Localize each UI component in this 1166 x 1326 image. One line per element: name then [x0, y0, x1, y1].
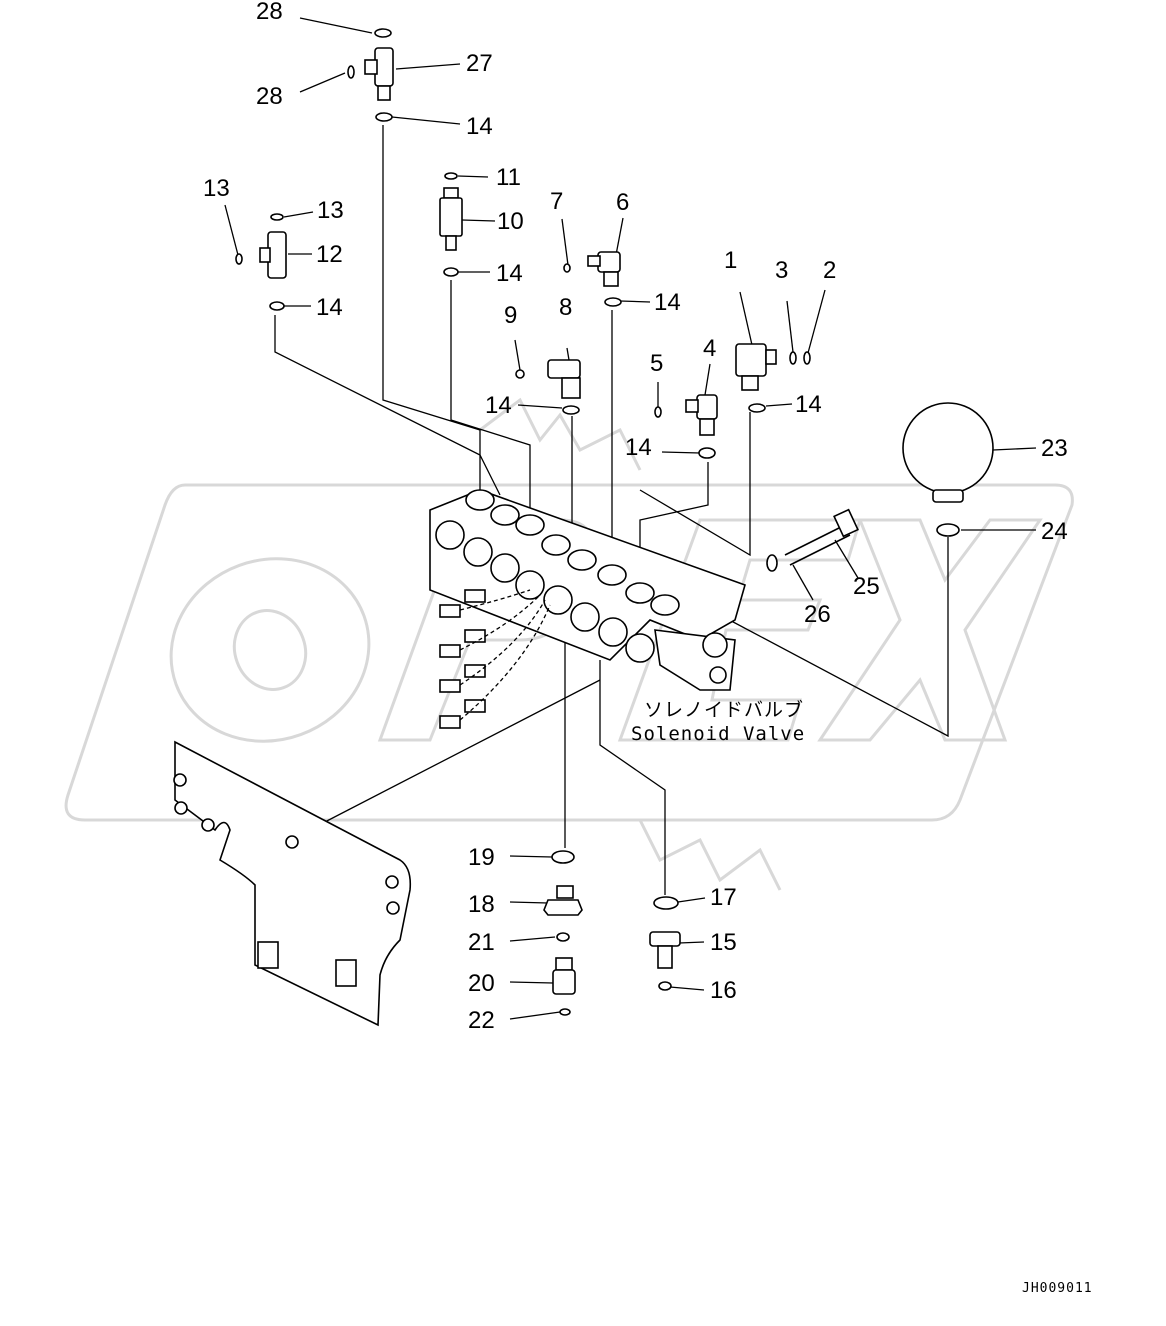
part-labels: 28 27 28 14 11 13 13 10 7 6 12 14 1 3 2 … — [203, 0, 1068, 1034]
part-label-8: 8 — [559, 294, 572, 321]
part-label-11: 11 — [496, 164, 521, 191]
part-label-1: 1 — [724, 247, 737, 274]
drawing-code: JH009011 — [1022, 1281, 1093, 1296]
part-label-26: 26 — [804, 601, 831, 628]
caption-english: Solenoid Valve — [631, 723, 805, 745]
part-label-14: 14 — [654, 289, 681, 316]
part-label-22: 22 — [468, 1007, 495, 1034]
solenoid-valve-assembly — [429, 489, 746, 729]
part-label-28: 28 — [256, 0, 283, 25]
part-label-28: 28 — [256, 83, 283, 110]
part-label-20: 20 — [468, 970, 495, 997]
part-label-6: 6 — [616, 189, 629, 216]
part-label-5: 5 — [650, 350, 663, 377]
part-label-14: 14 — [316, 294, 343, 321]
part-label-21: 21 — [468, 929, 495, 956]
part-label-15: 15 — [710, 929, 737, 956]
part-label-23: 23 — [1041, 435, 1068, 462]
part-label-14: 14 — [485, 392, 512, 419]
small-parts — [235, 28, 994, 1016]
part-label-25: 25 — [853, 573, 880, 600]
part-label-14: 14 — [496, 260, 523, 287]
part-label-10: 10 — [497, 208, 524, 235]
leader-lines — [224, 17, 1037, 1020]
part-label-12: 12 — [316, 241, 343, 268]
part-label-24: 24 — [1041, 518, 1068, 545]
part-label-14: 14 — [795, 391, 822, 418]
part-label-4: 4 — [703, 335, 716, 362]
caption-japanese: ソレノイドバルブ — [644, 698, 804, 721]
part-label-2: 2 — [823, 257, 836, 284]
part-label-27: 27 — [466, 50, 493, 77]
part-label-13: 13 — [203, 175, 230, 202]
part-label-3: 3 — [775, 257, 788, 284]
part-label-13: 13 — [317, 197, 344, 224]
part-label-19: 19 — [468, 844, 495, 871]
part-label-9: 9 — [504, 302, 517, 329]
part-label-16: 16 — [710, 977, 737, 1004]
part-label-14: 14 — [466, 113, 493, 140]
part-label-14: 14 — [625, 434, 652, 461]
mounting-bracket — [173, 740, 412, 1027]
part-label-18: 18 — [468, 891, 495, 918]
part-label-17: 17 — [710, 884, 737, 911]
part-label-7: 7 — [550, 188, 563, 215]
